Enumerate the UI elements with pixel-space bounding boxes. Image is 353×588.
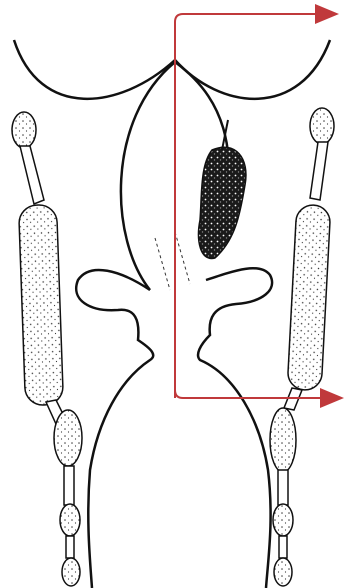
red-path-lower-arrow bbox=[175, 390, 340, 398]
upper-arch-outline bbox=[14, 40, 330, 99]
right-node-chain bbox=[270, 108, 334, 586]
left-node-chain bbox=[12, 112, 82, 586]
right-node-low bbox=[273, 504, 293, 536]
right-node-bottom bbox=[274, 558, 292, 586]
right-long-body bbox=[287, 204, 331, 391]
right-node-mid bbox=[270, 408, 296, 472]
right-node-top bbox=[310, 108, 334, 144]
dark-cluster-mass bbox=[199, 147, 246, 258]
left-node-bottom bbox=[62, 558, 80, 586]
dashed-mark-right bbox=[175, 232, 190, 284]
dashed-mark-left bbox=[155, 238, 170, 290]
right-lobe-outline bbox=[198, 268, 272, 588]
left-node-top bbox=[12, 112, 36, 148]
left-lobe-outline bbox=[76, 270, 153, 588]
left-node-mid bbox=[54, 410, 82, 466]
left-node-low bbox=[60, 504, 80, 536]
left-long-body bbox=[19, 204, 64, 405]
